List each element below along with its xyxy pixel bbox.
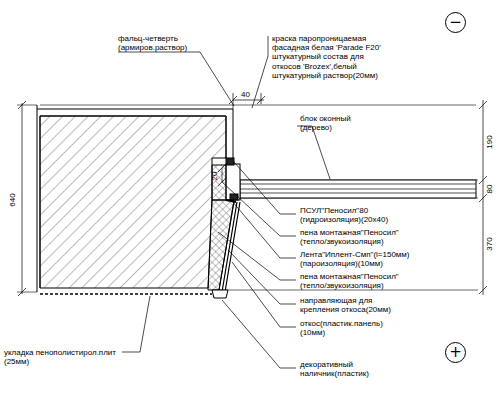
part-label: пена монтажная"Пеносил" (тепло/звукоизол… [300,272,404,290]
part-label: откос(пластик.панель) (10мм) [300,319,396,337]
dimension-value: 640 [8,193,17,206]
part-label: Лента"Иплент-Смп"(l=150мм) (пароизоляция… [300,250,416,268]
side-sign: + [449,345,462,360]
polystyrene-board [40,293,212,295]
part-label: блок оконный (дерево) [300,114,362,132]
note-label: фальц-четверть (армиров.раствор) [118,34,198,52]
dimension-value: 370 [485,237,494,250]
leader-line [252,36,268,108]
finish-note: краска паропроницаемая фасадная белая 'P… [272,34,390,80]
dimension-line-right [479,100,487,295]
part-label: направляющая для крепления откоса(20мм) [300,296,398,314]
reveal-guide [219,202,234,290]
leader-line [228,250,296,304]
part-label: укладка пенополистирол.плит (25мм) [4,348,122,366]
plaster-layer [37,109,233,160]
leader-line [222,182,296,236]
extension-lines [17,105,478,292]
dimension-value: 20 [210,172,219,181]
dimension-value: 80 [485,185,494,194]
leader-line [218,232,296,280]
leader-line [118,52,234,106]
leader-line [232,262,296,327]
psul-tape [230,194,238,200]
part-label: ПСУЛ"Пеносил"80 (гидроизоляция)(20х40) [300,206,396,224]
dimension-line-left [18,101,26,296]
part-label: декоративный наличник(пластик) [300,360,372,378]
side-marker-circle: + [445,342,466,363]
foam-upper [212,165,226,200]
window-block [240,180,476,198]
side-marker-circle: − [445,12,466,33]
dimension-value: 40 [241,90,250,99]
leader-line [297,126,330,179]
dimension-value: 190 [485,135,494,148]
outer-face [37,105,40,292]
window-glazing-lines [240,184,476,193]
leader-line [234,162,296,214]
leader-line [232,201,296,258]
side-sign: − [449,15,462,30]
vapour-tape [226,200,236,202]
part-label: пена монтажная"Пеносил" (тепло/звукоизол… [300,228,404,246]
window-frame-end [226,164,240,200]
leader-line [122,296,150,352]
leader-line [222,300,296,368]
decorative-trim [212,290,228,298]
psul-tape [226,158,234,165]
masonry-wall [40,116,226,288]
